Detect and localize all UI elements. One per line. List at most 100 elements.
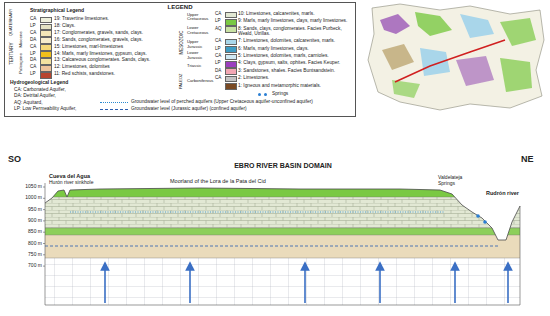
period-label: Triassic [187, 64, 214, 69]
legend-text: 14: Marls, marly limestones, gypsum, cla… [54, 51, 176, 57]
aquifer-code: LP [215, 18, 221, 23]
legend-text: 12: Limestones, dolomites [54, 64, 176, 70]
aquifer-code: LP [215, 46, 221, 51]
elevation-label: 1050 m [25, 184, 42, 190]
map [368, 4, 544, 110]
elevation-label: 750 m [28, 252, 42, 258]
legend-swatch [225, 39, 237, 46]
elevation-label: 950 m [28, 207, 42, 213]
aquifer-code: CA [30, 30, 36, 35]
era-label: PALEOZ [180, 74, 185, 90]
aquifer-code: LP [30, 23, 36, 28]
aquifer-code: CA [215, 75, 221, 80]
legend-text: Groundwater level (Jurassic aquifer) (co… [131, 106, 247, 112]
aquifer-code: CA [215, 38, 221, 43]
spring-symbol [258, 93, 261, 96]
period-label: Miocene [19, 31, 24, 47]
legend-text: 19: Travertine limestones. [54, 16, 176, 22]
legend-swatch [225, 83, 237, 90]
aquifer-class: DA: Detrital Aquifer, [14, 93, 56, 99]
legend-swatch [225, 76, 237, 83]
legend-text: 7: Limestones, dolomites, calcarenites, … [238, 38, 353, 44]
legend-text: 13: Calcareous conglomerates. Sands, cla… [54, 57, 176, 63]
legend-text: 17: Conglomerates, gravels, sands, clays… [54, 30, 176, 36]
legend-swatch [40, 65, 52, 72]
legend-text: 15: Limestones, marl-limestones [54, 44, 176, 50]
elevation-label: 900 m [28, 218, 42, 224]
legend-text: 6: Marls, marly limestones, clays. [238, 46, 353, 52]
elevation-label: 700 m [28, 263, 42, 269]
legend-text: 1: Igneous and metamorphic materials. [238, 83, 353, 89]
legend-swatch [40, 72, 52, 79]
elevation-label: 850 m [28, 229, 42, 235]
aquifer-code: LP [215, 60, 221, 65]
aquifer-code: DA [30, 37, 36, 42]
spring-symbol [264, 93, 267, 96]
place-label: Rudrón river [486, 190, 519, 196]
place-label: Valdelateja Springs [438, 175, 478, 187]
direction-label: SO [8, 154, 21, 164]
aquifer-class: AQ: Aquitard, [14, 100, 43, 106]
era-label: QUATERNARY [10, 8, 15, 35]
legend-title: LEGEND [167, 4, 192, 11]
legend-swatch [40, 24, 52, 31]
legend-swatch [225, 19, 237, 26]
place-label: Moorland of the Lora de la Pata del Cid [170, 178, 266, 184]
legend-text: 11: Red schists, sandstones. [54, 71, 176, 77]
legend-text: 2: Limestones. [238, 75, 353, 81]
period-label: Lower Cretaceous [187, 26, 214, 36]
legend-text: 9: Marls, marly limestones, clays, marly… [238, 18, 353, 24]
aquifer-code: CA [215, 11, 221, 16]
period-label: Upper Jurassic [187, 40, 214, 50]
legend-swatch [40, 58, 52, 65]
legend-swatch [40, 37, 52, 44]
legend-text: Springs [272, 91, 288, 97]
section-title: EBRO RIVER BASIN DOMAIN [234, 162, 332, 170]
legend-text: 10: Limestones, calcarenites, marls. [238, 11, 353, 17]
aquifer-code: AQ [215, 26, 222, 31]
legend-text: Groundwater level of perched aquifers (U… [131, 99, 313, 105]
legend-swatch [225, 26, 237, 33]
legend-text: 16: Sands, conglomerates, gravels, clays… [54, 37, 176, 43]
cross-section [45, 180, 520, 305]
legend-swatch [225, 61, 237, 68]
legend-text: 3: Sandstones, shales. Facies Buntsandst… [238, 68, 353, 74]
place-label: Hurón river sinkhole [49, 180, 93, 186]
aquifer-code: CA [30, 44, 36, 49]
legend-swatch [40, 30, 52, 37]
legend-swatch [225, 68, 237, 75]
aquifer-class: CA: Carbonated Aquifer, [14, 87, 66, 93]
legend-heading: Stratigraphical Legend [30, 8, 84, 14]
aquifer-code: CA [30, 64, 36, 69]
era-label: MESOZOIC [179, 30, 184, 54]
legend-heading: Hydrogeological Legend [10, 80, 68, 86]
aquifer-code: LP [30, 51, 36, 56]
period-label: Upper Cretaceous [187, 13, 214, 23]
groundwater-line-sample [100, 102, 128, 103]
legend-swatch [40, 44, 52, 51]
legend-text: 8: Sands, clays, conglomerates. Facies P… [238, 26, 353, 37]
legend-swatch [225, 12, 237, 19]
aquifer-code: DA [30, 57, 36, 62]
era-label: TERTIARY [9, 42, 14, 64]
aquifer-code: DA [215, 68, 221, 73]
legend-swatch [40, 51, 52, 58]
legend-swatch [225, 46, 237, 53]
elevation-label: 800 m [28, 241, 42, 247]
period-label: Carboniferous [187, 79, 214, 84]
legend-text: 5: Limestones, dolomites, marls, carniol… [238, 53, 353, 59]
aquifer-code: CA [215, 53, 221, 58]
legend-text: 18: Clays. [54, 23, 176, 29]
aquifer-code: LP [30, 71, 36, 76]
aquifer-code: CA [30, 16, 36, 21]
period-label: Paleogene [19, 53, 24, 74]
groundwater-line-sample [100, 109, 128, 110]
aquifer-class: LP: Low Permeability Aquifer, [14, 106, 76, 112]
legend-swatch [225, 54, 237, 61]
period-label: Lower Jurassic [187, 51, 214, 61]
elevation-label: 1000 m [25, 195, 42, 201]
legend-swatch [40, 17, 52, 24]
legend-text: 4: Clays, gypsum, salts, ophites. Facies… [238, 60, 353, 66]
direction-label: NE [521, 154, 534, 164]
place-label: Cueva del Agua [49, 173, 90, 179]
